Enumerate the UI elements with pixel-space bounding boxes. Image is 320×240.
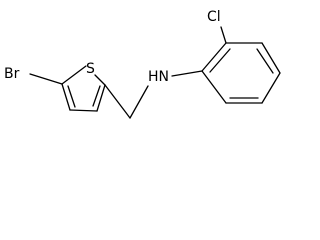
structure-diagram: Br S HN Cl [4, 9, 281, 119]
amine-label: HN [148, 69, 169, 85]
bond-c5-br [29, 73, 63, 85]
bond-ch2-n [129, 85, 149, 119]
bond-ar4-ar5 [261, 72, 281, 104]
chlorine-label: Cl [207, 9, 221, 25]
bond-c3-c2 [96, 84, 106, 112]
bond-c2-ch2 [104, 84, 131, 119]
bond-c4-c4-double [67, 85, 76, 108]
bond-ar3-ar4-double [256, 48, 274, 74]
bond-ar1-ar2-double [209, 48, 231, 73]
bond-ar3-ar4 [261, 42, 281, 74]
bond-n-phenyl [171, 70, 203, 77]
bond-ar1-ar2 [201, 42, 227, 72]
bond-ar6-ar1 [201, 70, 227, 104]
bond-ar2-cl [220, 26, 227, 44]
bond-c3-c2-double [92, 85, 101, 107]
bond-s-c5 [61, 65, 87, 85]
benzene-ring [201, 42, 281, 104]
sulfur-label: S [86, 61, 95, 77]
thiophene-ring [61, 65, 106, 112]
bond-c2-s [94, 74, 106, 86]
bond-c5-c4 [61, 83, 71, 111]
bond-c4-c3 [69, 109, 98, 112]
bromine-label: Br [4, 66, 20, 82]
